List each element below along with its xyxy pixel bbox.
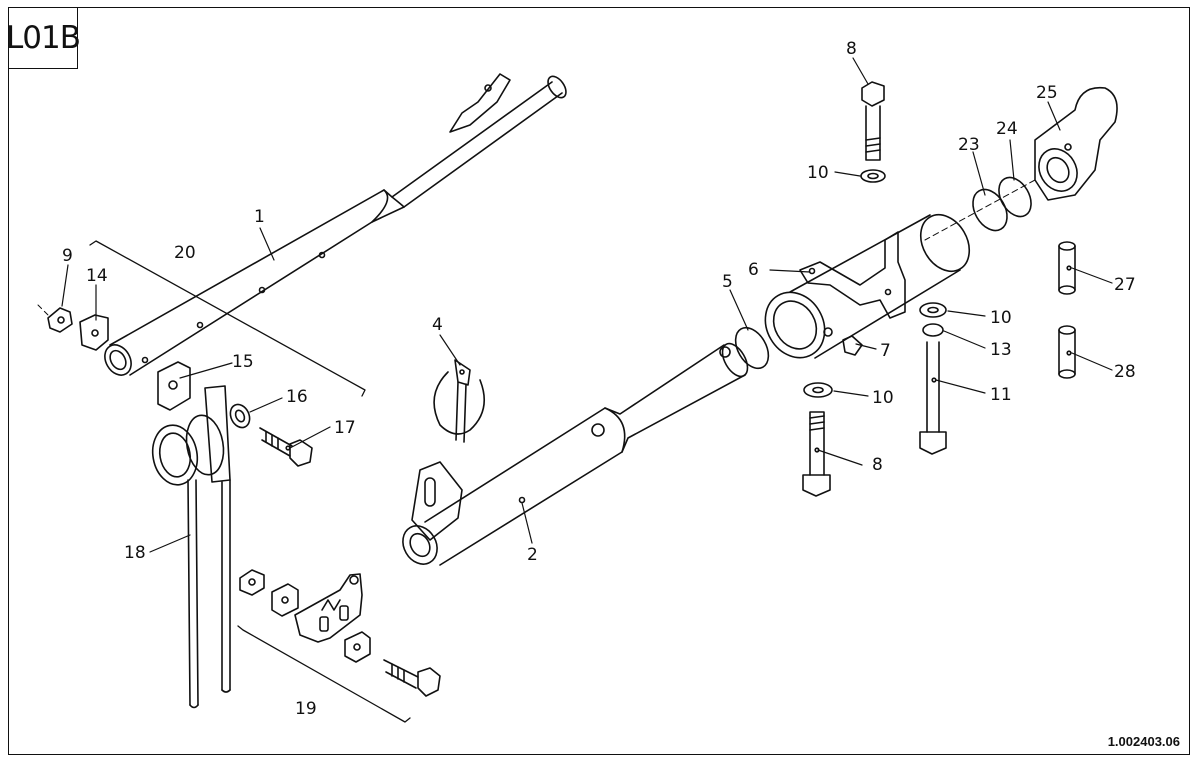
- sheet-code-box: L01B: [6, 7, 81, 69]
- callout-9: 9: [62, 246, 73, 266]
- callout-8-bottom: 8: [872, 455, 883, 475]
- callout-10-mid: 10: [872, 388, 894, 408]
- drawing-frame: [8, 7, 1190, 755]
- part-17-bolt: [259, 427, 313, 467]
- callout-5: 5: [722, 272, 733, 292]
- leader-lines: [61, 57, 1113, 553]
- part-23-ring: [972, 188, 1008, 232]
- callout-6: 6: [748, 260, 759, 280]
- part-10-washer-top: [860, 169, 886, 183]
- part-15-plate: [157, 361, 191, 411]
- callout-23: 23: [958, 135, 980, 155]
- assembly-brackets: [89, 240, 411, 723]
- callout-10-top: 10: [807, 163, 829, 183]
- callout-25: 25: [1036, 83, 1058, 103]
- part-8-bolt-bottom: [802, 411, 831, 497]
- callout-13: 13: [990, 340, 1012, 360]
- part-6-housing: [764, 213, 971, 359]
- callout-18: 18: [124, 543, 146, 563]
- sheet-code: L01B: [6, 20, 81, 56]
- callout-2: 2: [527, 545, 538, 565]
- callout-28: 28: [1114, 362, 1136, 382]
- part-1-tube: [104, 73, 567, 376]
- washer-hole: [812, 386, 824, 394]
- washer-hole: [927, 306, 939, 314]
- callout-15: 15: [232, 352, 254, 372]
- part-16-washer: [229, 403, 251, 429]
- part-5-snap-ring: [734, 326, 770, 370]
- part-7-grease-fitting: [842, 335, 863, 356]
- callout-24: 24: [996, 119, 1018, 139]
- part-27-pin: [1058, 241, 1076, 295]
- part-18-spring-tine: [151, 385, 231, 709]
- callout-8-top: 8: [846, 39, 857, 59]
- callout-20: 20: [174, 243, 196, 263]
- callout-19: 19: [295, 699, 317, 719]
- washer-hole: [867, 172, 879, 180]
- part-11-bolt: [919, 341, 947, 455]
- callout-14: 14: [86, 266, 108, 286]
- callout-10-right: 10: [990, 308, 1012, 328]
- part-13-washer: [922, 323, 944, 337]
- part-19-clamp-set: [239, 569, 441, 697]
- callout-27: 27: [1114, 275, 1136, 295]
- callout-17: 17: [334, 418, 356, 438]
- part-14-clamp: [79, 314, 109, 351]
- part-10-washer-right: [919, 302, 947, 318]
- part-8-bolt-top: [861, 81, 885, 161]
- callout-labels: 1 2 4 5 6 7 8 8 9 10 10 10 11 13 14 15 1…: [62, 39, 1136, 719]
- callout-7: 7: [880, 341, 891, 361]
- part-25-fork: [924, 86, 1118, 241]
- part-9-nut: [37, 304, 73, 333]
- part-10-washer-mid: [803, 382, 833, 398]
- part-28-pin: [1058, 325, 1076, 379]
- callout-1: 1: [254, 207, 265, 227]
- callout-4: 4: [432, 315, 443, 335]
- callout-11: 11: [990, 385, 1012, 405]
- part-4-lynch-pin: [433, 359, 486, 443]
- callout-16: 16: [286, 387, 308, 407]
- drawing-number: 1.002403.06: [1107, 734, 1180, 749]
- part-24-ring: [998, 176, 1032, 218]
- part-2-tube: [402, 342, 749, 566]
